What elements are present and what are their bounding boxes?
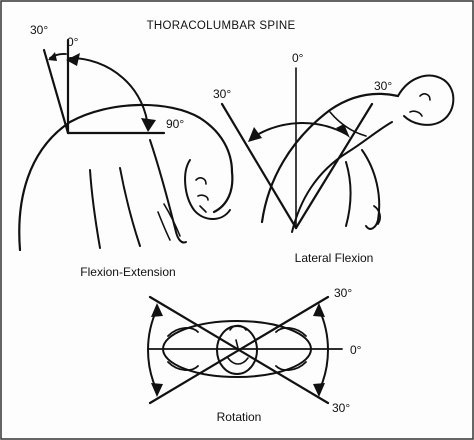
rotation-shoulder-bumps bbox=[167, 327, 307, 371]
lateral-angle-right-30: 30° bbox=[374, 79, 392, 93]
rotation-left-arrow-top bbox=[151, 303, 163, 317]
lateral-face-detail bbox=[409, 93, 431, 117]
flexion-arc bbox=[69, 56, 149, 129]
flexion-extension-angle-0: 0° bbox=[67, 35, 79, 49]
flexion-head-outline bbox=[184, 159, 231, 220]
rotation-caption: Rotation bbox=[217, 410, 262, 424]
figure-title: THORACOLUMBAR SPINE bbox=[147, 20, 296, 32]
lateral-flexion-caption: Lateral Flexion bbox=[295, 251, 374, 265]
extension-limit-line bbox=[42, 48, 70, 135]
rotation-left-arc bbox=[147, 308, 158, 392]
rotation-panel: 30° 0° 30° Rotation bbox=[147, 286, 362, 424]
flexion-arrow-tail bbox=[66, 53, 80, 66]
lateral-left-arrow-head bbox=[248, 127, 262, 142]
lateral-hand-outline bbox=[373, 205, 381, 225]
flexion-face-detail bbox=[195, 177, 209, 213]
rotation-angle-bottom-30: 30° bbox=[332, 401, 350, 415]
flexion-extension-caption: Flexion-Extension bbox=[80, 265, 175, 279]
flexion-extension-angle-30: 30° bbox=[30, 23, 48, 37]
extension-arrow-head bbox=[48, 52, 57, 61]
rotation-right-arrow-bottom bbox=[313, 383, 325, 397]
lateral-right-arrow-head bbox=[336, 124, 350, 138]
flexion-arm-outline bbox=[149, 139, 187, 244]
lateral-torso-outline bbox=[260, 92, 400, 224]
lateral-arm-outline bbox=[345, 149, 381, 230]
rotation-right-arrow-top bbox=[313, 303, 325, 317]
lateral-back-outline bbox=[291, 121, 393, 233]
rotation-diagonal-line-up bbox=[148, 295, 330, 405]
rotation-angle-top-30: 30° bbox=[334, 286, 352, 300]
lateral-angle-left-30: 30° bbox=[213, 87, 231, 101]
flexion-extension-panel: 30° 0° 90° Flexion-Extension bbox=[18, 23, 234, 279]
rotation-angle-0: 0° bbox=[350, 343, 362, 357]
rotation-right-arc bbox=[318, 308, 329, 392]
lateral-flexion-arc bbox=[251, 121, 347, 139]
flexion-arrow-head bbox=[141, 118, 156, 132]
lateral-flexion-panel: 30° 0° 30° Lateral Flexion bbox=[213, 51, 455, 265]
flexion-body-outline bbox=[18, 103, 234, 252]
lateral-left-limit-line bbox=[220, 102, 298, 230]
lateral-head-outline bbox=[397, 74, 455, 126]
lateral-angle-0: 0° bbox=[292, 51, 304, 65]
rotation-left-arrow-bottom bbox=[151, 383, 163, 397]
flexion-leg-outline bbox=[89, 167, 141, 249]
lateral-right-limit-line bbox=[294, 102, 374, 230]
rotation-head-detail bbox=[227, 324, 249, 365]
flexion-hand-outline bbox=[157, 203, 181, 241]
flexion-extension-angle-90: 90° bbox=[166, 117, 184, 131]
lateral-shoulder-line bbox=[329, 111, 367, 137]
